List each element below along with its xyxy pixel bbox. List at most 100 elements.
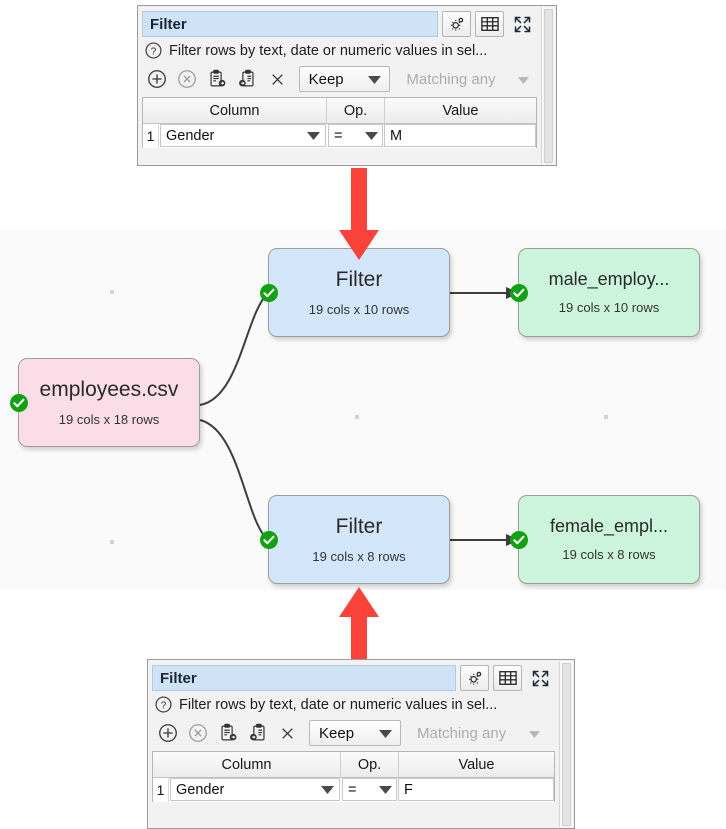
output-male-employees[interactable]: male_employ... 19 cols x 10 rows (510, 248, 700, 337)
panel-toolbar: Keep Matching any (152, 718, 555, 748)
status-ok-icon (259, 530, 279, 550)
node-subtitle: 19 cols x 18 rows (58, 411, 160, 427)
flow-canvas[interactable]: employees.csv 19 cols x 18 rows Filter 1… (0, 230, 726, 590)
node-subtitle: 19 cols x 8 rows (312, 548, 406, 564)
clear-all-icon[interactable] (263, 65, 292, 93)
question-circle-icon[interactable]: ? (154, 695, 173, 714)
column-header-value[interactable]: Value (458, 756, 495, 773)
panel-title-input[interactable]: Filter (152, 665, 456, 691)
chevron-down-icon (365, 128, 378, 144)
match-mode-label: Matching any (417, 724, 507, 742)
match-mode-dropdown[interactable]: Matching any (408, 720, 548, 746)
column-header-op[interactable]: Op. (327, 98, 385, 123)
column-header-column[interactable]: Column (153, 752, 341, 777)
add-row-icon[interactable] (153, 719, 182, 747)
node-title: employees.csv (39, 377, 179, 401)
keep-mode-label: Keep (319, 724, 355, 742)
scrollbar-thumb[interactable] (544, 9, 553, 164)
panel-description-text: Filter rows by text, date or numeric val… (169, 42, 488, 59)
status-ok-icon (509, 530, 529, 550)
row-column-dropdown[interactable]: Gender (160, 124, 326, 147)
node-title: female_empl... (549, 516, 669, 536)
row-number: 1 (143, 124, 159, 148)
grid-header-row: Column Op. Value (143, 98, 536, 124)
row-op-dropdown[interactable]: = (342, 778, 397, 801)
table-row[interactable]: 1 Gender = M (143, 124, 536, 148)
paste-from-clipboard-icon[interactable] (233, 65, 262, 93)
panel-title-row: Filter (152, 665, 555, 691)
bottom-filter-panel: Filter (147, 659, 575, 829)
row-value-input[interactable]: F (398, 778, 554, 801)
grid-header-row: Column Op. Value (153, 752, 554, 778)
table-grid-icon[interactable] (493, 665, 522, 691)
node-title: Filter (335, 514, 383, 538)
output-female-employees[interactable]: female_empl... 19 cols x 8 rows (510, 495, 700, 584)
chevron-down-icon (379, 725, 392, 742)
status-ok-icon (509, 283, 529, 303)
node-title: male_employ... (548, 269, 670, 289)
column-header-value[interactable]: Value (442, 102, 479, 119)
row-column-value: Gender (176, 781, 225, 798)
source-employees-csv[interactable]: employees.csv 19 cols x 18 rows (10, 358, 200, 447)
node-subtitle: 19 cols x 8 rows (562, 547, 656, 562)
scrollbar-thumb[interactable] (562, 663, 571, 827)
match-mode-label: Matching any (406, 70, 496, 88)
canvas-dot (355, 415, 359, 419)
delete-row-icon[interactable] (183, 719, 212, 747)
expand-fullscreen-icon[interactable] (526, 665, 555, 691)
canvas-dot (604, 415, 608, 419)
add-row-icon[interactable] (143, 65, 172, 93)
row-op-value: = (334, 127, 343, 144)
row-column-dropdown[interactable]: Gender (170, 778, 340, 801)
keep-mode-dropdown[interactable]: Keep (309, 720, 401, 746)
canvas-dot (110, 290, 114, 294)
settings-gear-icon[interactable] (442, 11, 471, 37)
filter-conditions-grid: Column Op. Value 1 Gender = (152, 751, 555, 802)
chevron-down-icon (321, 782, 334, 798)
column-header-op[interactable]: Op. (341, 752, 399, 777)
copy-to-clipboard-icon[interactable] (213, 719, 242, 747)
panel-description-text: Filter rows by text, date or numeric val… (179, 696, 498, 713)
node-title: Filter (335, 267, 383, 291)
delete-row-icon[interactable] (173, 65, 202, 93)
filter-conditions-grid: Column Op. Value 1 Gender = (142, 97, 537, 148)
panel-vertical-scrollbar[interactable] (559, 661, 573, 827)
status-ok-icon (9, 393, 29, 413)
column-header-column[interactable]: Column (143, 98, 327, 123)
callout-arrow-up (339, 587, 379, 677)
panel-description-row: ? Filter rows by text, date or numeric v… (142, 37, 537, 64)
row-value-input[interactable]: M (384, 124, 536, 147)
status-ok-icon (259, 283, 279, 303)
expand-fullscreen-icon[interactable] (508, 11, 537, 37)
match-mode-dropdown[interactable]: Matching any (397, 66, 537, 92)
chevron-down-icon (379, 782, 392, 798)
chevron-down-icon (368, 71, 382, 88)
panel-vertical-scrollbar[interactable] (541, 7, 555, 164)
paste-from-clipboard-icon[interactable] (243, 719, 272, 747)
question-circle-icon[interactable]: ? (144, 41, 163, 60)
panel-title-row: Filter (142, 11, 537, 37)
clear-all-icon[interactable] (273, 719, 302, 747)
svg-text:?: ? (161, 700, 167, 711)
panel-title-input[interactable]: Filter (142, 11, 438, 37)
table-row[interactable]: 1 Gender = F (153, 778, 554, 802)
table-grid-icon[interactable] (475, 11, 504, 37)
row-op-value: = (348, 781, 357, 798)
top-filter-panel: Filter (137, 5, 557, 166)
settings-gear-icon[interactable] (460, 665, 489, 691)
keep-mode-dropdown[interactable]: Keep (298, 66, 391, 92)
chevron-down-icon (518, 71, 530, 88)
svg-text:?: ? (151, 46, 157, 57)
node-subtitle: 19 cols x 10 rows (558, 300, 660, 315)
callout-arrow-down (339, 168, 379, 260)
copy-to-clipboard-icon[interactable] (203, 65, 232, 93)
row-column-value: Gender (166, 127, 215, 144)
panel-toolbar: Keep Matching any (142, 64, 537, 94)
canvas-dot (110, 540, 114, 544)
node-subtitle: 19 cols x 10 rows (308, 301, 410, 317)
chevron-down-icon (529, 725, 540, 742)
row-op-dropdown[interactable]: = (328, 124, 383, 147)
filter-female[interactable]: Filter 19 cols x 8 rows (260, 495, 450, 584)
keep-mode-label: Keep (308, 70, 344, 88)
row-number: 1 (153, 778, 169, 802)
